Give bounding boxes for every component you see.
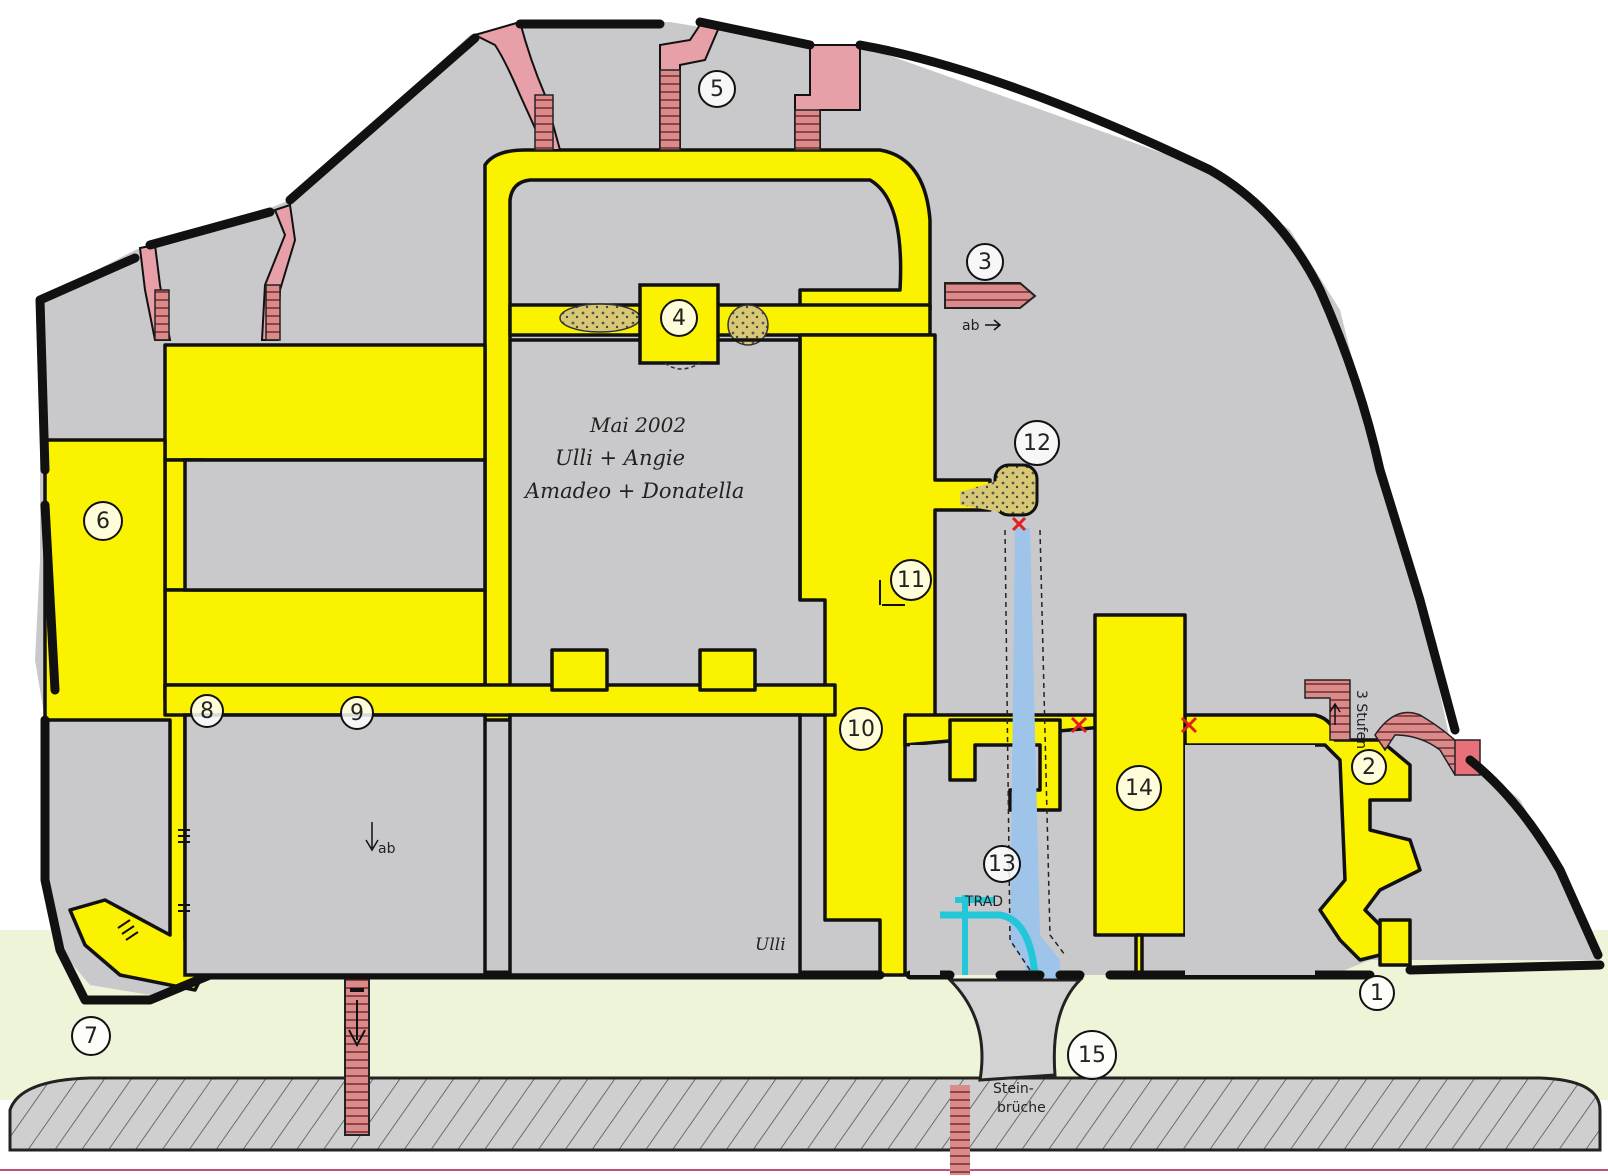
marker-circle [71, 1016, 111, 1056]
road [8, 1076, 1602, 1152]
note-steinbrueche-1: Stein- [993, 1081, 1034, 1097]
marker-label: 15 [1078, 1043, 1106, 1068]
walls [35, 17, 1605, 1005]
note-ab-3: ab [962, 318, 980, 334]
location-marker-9: 9 [340, 696, 374, 730]
annotation-names-2: Amadeo + Donatella [523, 479, 744, 503]
marker-label: 1 [1370, 981, 1384, 1006]
marker-label: 13 [988, 852, 1016, 877]
marker-label: 2 [1362, 755, 1376, 780]
marker-circle [983, 845, 1021, 883]
marker-label: 3 [978, 250, 992, 275]
marker-label: 5 [710, 77, 724, 102]
location-marker-2: 2 [1351, 749, 1387, 785]
stair-marks [117, 580, 905, 941]
marker-circle [83, 501, 123, 541]
marker-circle [190, 694, 224, 728]
marker-label: 7 [84, 1024, 98, 1049]
marker-circle [698, 70, 736, 108]
marker-circle [1116, 765, 1162, 811]
location-marker-7: 7 [71, 1016, 111, 1056]
cyan-pipes [935, 895, 1039, 976]
marker-circle [966, 243, 1004, 281]
marker-label: 8 [200, 699, 214, 724]
marker-label: 12 [1023, 431, 1051, 456]
location-marker-6: 6 [83, 501, 123, 541]
room-4-dashed [664, 362, 701, 370]
location-marker-5: 5 [698, 70, 736, 108]
marker-circle [340, 696, 374, 730]
marker-circle [660, 299, 698, 337]
marker-circle [890, 559, 932, 601]
marker-label: 6 [96, 509, 110, 534]
location-marker-14: 14 [1116, 765, 1162, 811]
location-marker-12: 12 [1014, 420, 1060, 466]
signature: Ulli [755, 935, 786, 955]
marker-circle [1359, 975, 1395, 1011]
arrow-up-2 [1329, 702, 1341, 725]
blocked-markers [1011, 516, 1198, 734]
arrow-ab-3 [985, 319, 1002, 331]
note-ab-9: ab [378, 841, 396, 857]
marker-label: 4 [672, 306, 686, 331]
marker-label: 10 [847, 717, 875, 742]
location-marker-4: 4 [660, 299, 698, 337]
marker-label: 14 [1125, 776, 1153, 801]
location-marker-13: 13 [983, 845, 1021, 883]
arrow-ab-9 [365, 822, 379, 852]
marker-circle [1351, 749, 1387, 785]
quarry [946, 978, 1084, 1082]
water-dashed [1004, 529, 1066, 971]
location-marker-15: 15 [1067, 1030, 1117, 1080]
location-marker-1: 1 [1359, 975, 1395, 1011]
marker-label: 9 [350, 701, 364, 726]
location-marker-10: 10 [839, 707, 883, 751]
water-channel [1010, 528, 1060, 1075]
location-marker-3: 3 [966, 243, 1004, 281]
annotation-date: Mai 2002 [589, 413, 686, 437]
marker-label: 11 [897, 568, 925, 593]
marker-circle [1067, 1030, 1117, 1080]
note-2-side: 3 Stufen [1353, 690, 1369, 749]
location-marker-11: 11 [890, 559, 932, 601]
marker-circle [839, 707, 883, 751]
marker-circle [1014, 420, 1060, 466]
note-13-sign: TRAD [964, 894, 1003, 910]
location-marker-8: 8 [190, 694, 224, 728]
note-steinbrueche-2: brüche [997, 1100, 1046, 1116]
annotation-names-1: Ulli + Angie [555, 446, 685, 470]
